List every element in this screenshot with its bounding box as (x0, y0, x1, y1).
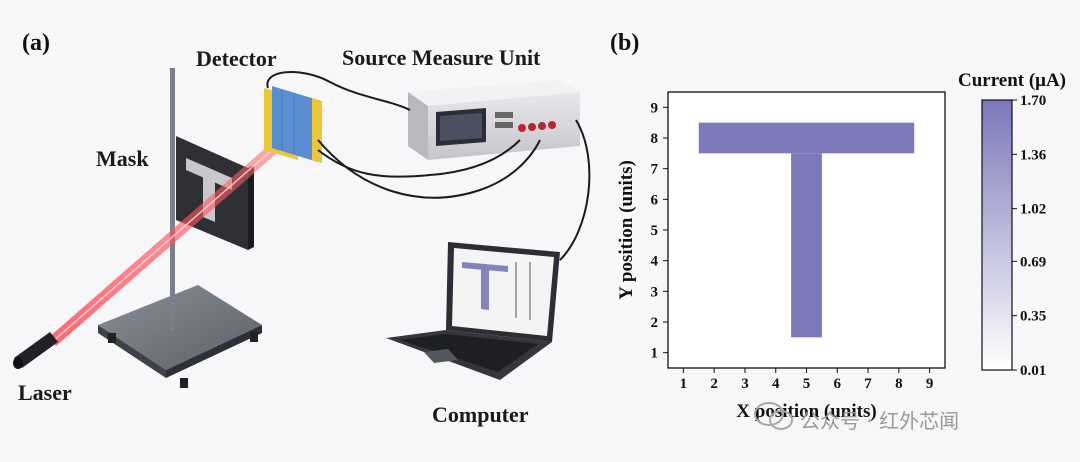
y-tick-label: 5 (651, 223, 659, 239)
x-tick-label: 2 (710, 376, 718, 392)
y-tick-label: 9 (651, 100, 659, 116)
colorbar-gradient (982, 100, 1012, 370)
laser-label: Laser (18, 380, 72, 405)
watermark-text: 公众号 · 红外芯闻 (800, 409, 960, 433)
smu-label: Source Measure Unit (342, 45, 541, 70)
panel-a-label: (a) (22, 30, 50, 56)
stand-rod (170, 68, 175, 330)
mask-label: Mask (96, 146, 149, 171)
detector-device (264, 86, 322, 163)
x-tick-label: 8 (895, 376, 903, 392)
y-tick-label: 1 (651, 346, 659, 362)
laser-beam (48, 118, 308, 346)
colorbar-title: Current (μA) (958, 70, 1066, 91)
x-tick-label: 4 (772, 376, 780, 392)
current-region-1 (698, 122, 915, 154)
colorbar-tick-label: 1.02 (1020, 202, 1046, 218)
x-tick-label: 7 (864, 376, 872, 392)
stand-base (98, 285, 262, 388)
x-tick-label: 9 (926, 376, 934, 392)
source-measure-unit (408, 80, 580, 160)
x-tick-label: 1 (680, 376, 688, 392)
current-region-2 (791, 153, 822, 338)
colorbar-tick-label: 0.01 (1020, 363, 1046, 379)
detector-label: Detector (196, 46, 277, 71)
computer-label: Computer (432, 402, 529, 427)
colorbar-tick-label: 0.69 (1020, 254, 1046, 270)
y-tick-label: 3 (651, 284, 659, 300)
colorbar-frame (981, 99, 1013, 371)
panel-a-setup: (a) (13, 30, 591, 427)
y-tick-label: 2 (651, 315, 659, 331)
y-tick-label: 8 (651, 131, 659, 147)
y-tick-label: 6 (651, 192, 659, 208)
colorbar-tick-label: 1.70 (1020, 93, 1046, 109)
y-tick-label: 7 (651, 162, 659, 178)
y-tick-label: 4 (651, 254, 659, 270)
cables (266, 71, 591, 261)
x-tick-label: 5 (803, 376, 811, 392)
colorbar-tick-label: 0.35 (1020, 309, 1046, 325)
panel-b-label: (b) (610, 30, 640, 56)
setup-illustration (13, 68, 591, 388)
y-axis-title: Y position (units) (616, 160, 637, 300)
x-tick-label: 3 (741, 376, 749, 392)
laser-pointer (13, 332, 58, 369)
x-tick-label: 6 (834, 376, 842, 392)
laptop (386, 242, 560, 380)
colorbar-tick-label: 1.36 (1020, 147, 1047, 163)
wechat-icon (754, 402, 793, 430)
